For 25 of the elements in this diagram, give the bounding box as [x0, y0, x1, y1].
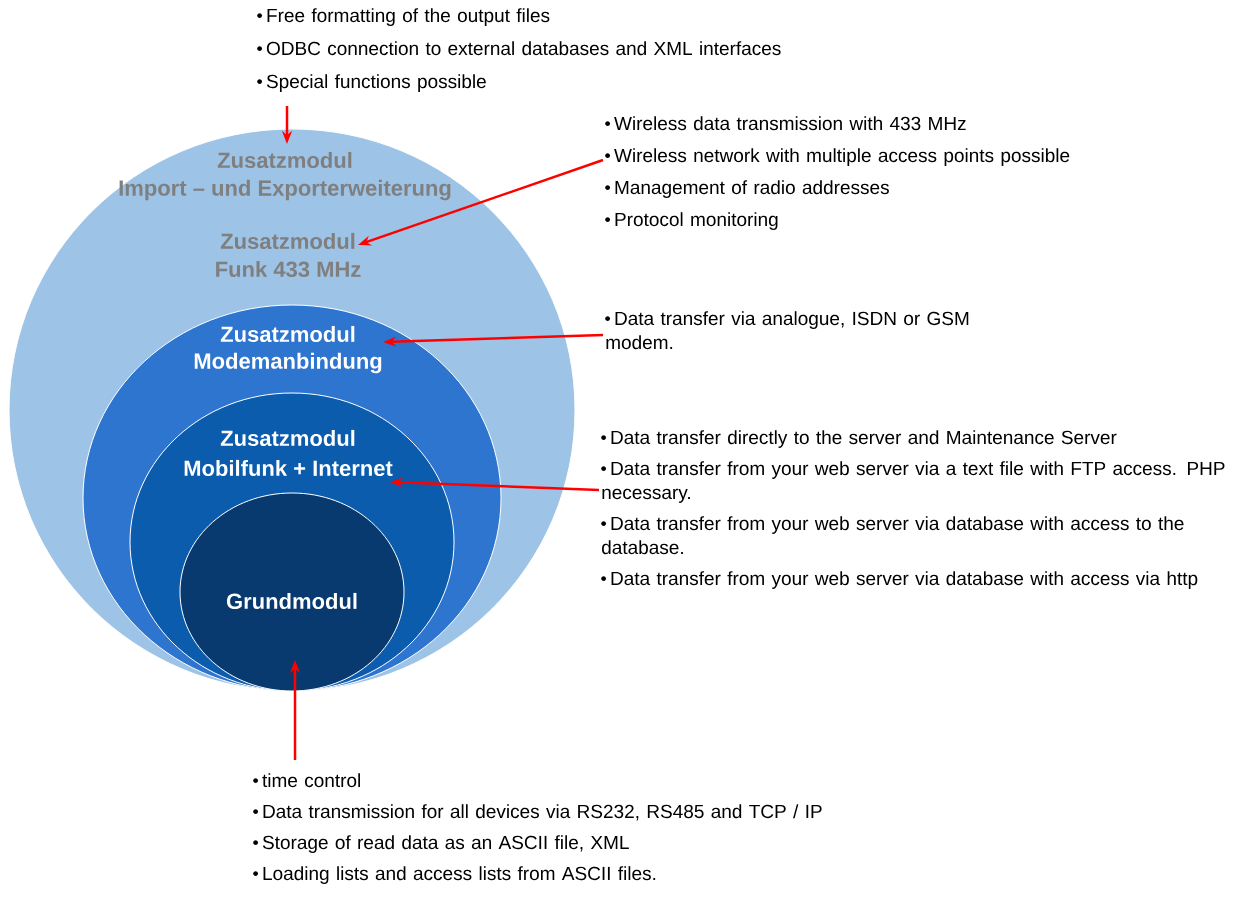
bullet-item: Wireless network with multiple access points possible: [605, 148, 1070, 166]
bullet-item: Free formatting of the output files: [257, 8, 550, 26]
bullet-item: ODBC connection to external databases and XML interfaces: [257, 41, 781, 56]
bullet-item: Protocol monitoring: [605, 212, 778, 230]
module-label: Zusatzmodul: [220, 232, 355, 250]
bullet-item: Data transfer directly to the server and Maintenance Server: [601, 430, 1117, 448]
bullet-item: Data transmission for all devices via RS232, RS485 and TCP / IP: [253, 804, 822, 821]
bullet-item: Loading lists and access lists from ASCII files.: [253, 866, 656, 884]
bullet-item: Data transfer from your web server via database with access via http: [601, 571, 1198, 589]
bullet-item: Management of radio addresses: [605, 180, 889, 198]
bullet-item: Data transfer via analogue, ISDN or GSM modem.: [605, 311, 969, 350]
bullet-item: Wireless data transmission with 433 MHz: [605, 116, 966, 131]
module-label: Funk 433 MHz: [216, 260, 361, 278]
module-label: Import – und Exporterweiterung: [119, 179, 451, 201]
bullet-item: Data transfer from your web server via a text file with FTP access. PHP necessary.: [601, 461, 1225, 503]
bullet-item: Data transfer from your web server via database with access to the database.: [601, 516, 1184, 555]
bullet-item: Special functions possible: [257, 74, 486, 92]
module-label: Modemanbindung: [194, 352, 382, 374]
module-label: Zusatzmodul: [220, 325, 355, 343]
bullet-item: time control: [253, 773, 360, 788]
module-label: Zusatzmodul: [217, 151, 352, 169]
bullet-item: Storage of read data as an ASCII file, XML: [253, 835, 629, 853]
module-label: Mobilfunk + Internet: [184, 459, 393, 477]
module-label: Zusatzmodul: [220, 429, 355, 447]
module-label: Grundmodul: [226, 592, 357, 610]
